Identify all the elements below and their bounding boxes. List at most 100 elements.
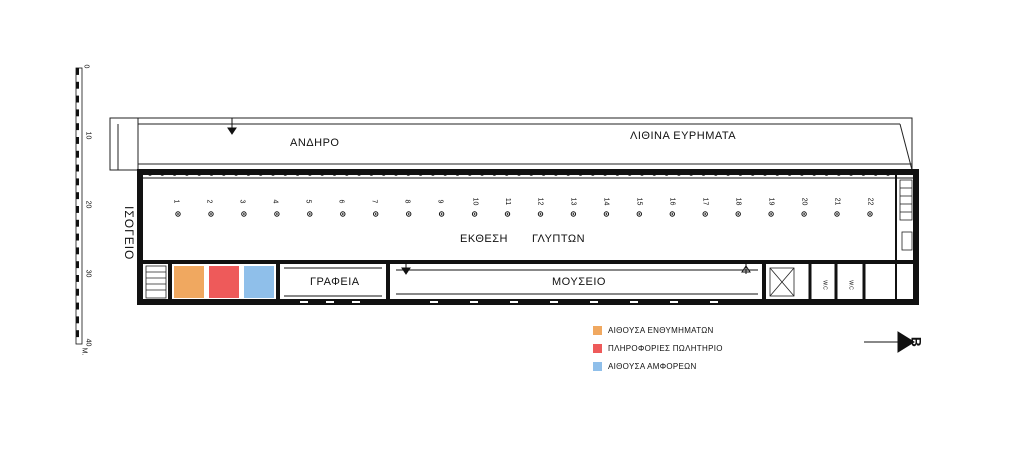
column-number: 21 <box>833 197 841 206</box>
colonnade-post <box>295 172 300 176</box>
scale-tick-label: 40 <box>84 338 92 347</box>
colonnade-post <box>615 172 620 176</box>
scale-bar <box>75 67 83 345</box>
stairs <box>145 179 913 299</box>
colonnade-post <box>652 172 657 176</box>
column-number: 2 <box>205 199 213 204</box>
column-number: 16 <box>668 197 676 206</box>
colonnade-post <box>627 172 632 176</box>
colonnade-post <box>172 172 177 176</box>
colonnade-post <box>824 172 829 176</box>
column-number: 3 <box>238 199 246 204</box>
colonnade-post <box>517 172 521 176</box>
colonnade-post <box>763 172 767 176</box>
colonnade-post <box>443 172 448 176</box>
colonnade-post <box>345 172 349 176</box>
colonnade-post <box>492 172 497 176</box>
column-number: 7 <box>370 199 378 204</box>
legend-label: ΑΙΘΟΥΣΑ ΑΜΦΟΡΕΩΝ <box>608 362 697 371</box>
column-dot-center <box>506 213 509 215</box>
column-dot-center <box>638 213 641 215</box>
column-dot-center <box>671 213 674 215</box>
scale-block <box>76 206 79 213</box>
colonnade-post <box>504 172 509 176</box>
scale-block <box>76 95 79 103</box>
column-number: 11 <box>503 197 511 206</box>
column-number: 13 <box>569 197 577 206</box>
column-dot-center <box>374 213 377 215</box>
column-dot-center <box>276 213 278 215</box>
scale-block <box>76 302 79 310</box>
colonnade-post <box>886 172 890 176</box>
colonnade-post <box>849 172 853 176</box>
legend-label: ΠΛΗΡΟΦΟΡΙΕΣ ΠΩΛΗΤΗΡΙΟ <box>608 344 723 353</box>
colonnade-post <box>873 172 878 176</box>
scale-block <box>76 137 79 144</box>
column-number: 6 <box>337 199 345 204</box>
column-number: 19 <box>767 197 775 206</box>
colonnade-post <box>541 172 546 176</box>
column-number: 4 <box>271 199 279 204</box>
column-number: 15 <box>635 197 643 206</box>
colonnade-post <box>800 172 804 176</box>
amphorae-room <box>244 266 274 298</box>
colonnade-post <box>468 172 472 176</box>
column-dot-center <box>308 213 311 215</box>
column-dot-center <box>737 213 740 215</box>
column-dot-center <box>341 213 344 215</box>
column-dot-center <box>704 213 707 215</box>
column-dot-center <box>210 213 212 215</box>
colonnade-post <box>148 172 152 176</box>
scale-tick-label: 10 <box>84 131 92 140</box>
colonnade-post <box>455 172 460 176</box>
scale-block <box>76 316 79 324</box>
column-dot-center <box>836 213 838 215</box>
column-number: 18 <box>734 197 742 206</box>
colonnade-post <box>837 172 841 176</box>
room-label-wc-2: W.C <box>847 280 854 290</box>
room-label-exhibit-2: ΓΛΥΠΤΩΝ <box>532 233 586 245</box>
legend-swatch <box>593 362 602 371</box>
column-dot-center <box>243 213 245 215</box>
scale-block <box>76 164 79 172</box>
colonnade-post <box>246 172 251 176</box>
colonnade-post <box>234 172 238 176</box>
colonnade-post <box>714 172 718 176</box>
column-dot-center <box>539 213 542 215</box>
colonnade-post <box>406 172 411 176</box>
colonnade-post <box>209 172 214 176</box>
legend-label: ΑΙΘΟΥΣΑ ΕΝΘΥΜΗΜΑΤΩΝ <box>608 326 714 335</box>
entrance-arrows <box>227 118 751 275</box>
building-walls <box>137 169 919 305</box>
column-number: 8 <box>403 199 411 204</box>
scale-block <box>76 81 79 89</box>
colonnade-post <box>529 172 534 176</box>
column-number: 1 <box>172 199 180 204</box>
andron-terrace <box>109 117 913 171</box>
colonnade-post <box>431 172 435 176</box>
colonnade-post <box>308 172 312 176</box>
colonnade-post <box>197 172 201 176</box>
room-label-museum: ΜΟΥΣΕΙΟ <box>552 276 606 288</box>
colonnade-post <box>480 172 484 176</box>
legend-rooms <box>174 266 274 298</box>
scale-block <box>76 68 79 75</box>
colonnade-post <box>332 172 337 176</box>
scale-block <box>76 233 79 241</box>
colonnade-post <box>566 172 570 176</box>
north-arrow-label: B <box>908 336 925 348</box>
room-label-stone-finds: ΛΙΘΙΝΑ ΕΥΡΗΜΑΤΑ <box>630 130 737 142</box>
colonnade-post <box>381 172 386 176</box>
room-label-exhibit-1: ΕΚΘΕΣΗ <box>460 233 508 245</box>
colonnade-post <box>640 172 644 176</box>
room-label-andron: ΑΝΔΗΡΟ <box>290 137 340 149</box>
information-shop-room <box>209 266 239 298</box>
room-label-wc-1: W.C <box>821 280 828 290</box>
scale-block <box>76 219 79 227</box>
colonnade-post <box>677 172 681 176</box>
column-dot-center <box>407 213 410 215</box>
colonnade-post <box>603 172 607 176</box>
colonnade-post <box>664 172 669 176</box>
colonnade <box>148 172 890 176</box>
colonnade-post <box>726 172 730 176</box>
